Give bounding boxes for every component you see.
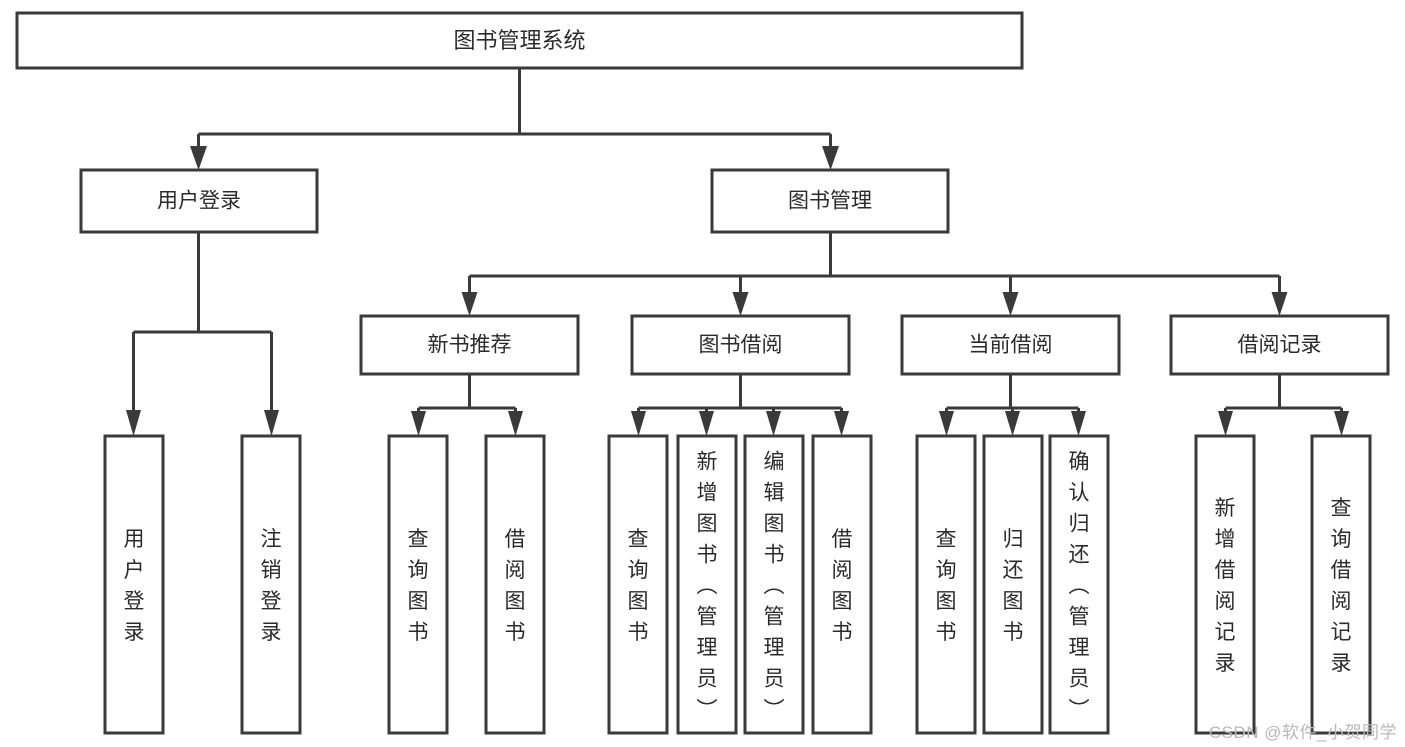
arrow-current-borrow-leaf-1 xyxy=(939,411,954,436)
node-new-book-recommend[interactable]: 新书推荐 xyxy=(359,314,580,376)
arrow-current-borrow-leaf-3 xyxy=(1071,411,1086,436)
leaf-nb-query-book-box[interactable] xyxy=(387,434,449,735)
watermark-text: CSDN @软件_小贺同学 xyxy=(1208,723,1397,742)
node-user-login-box[interactable] xyxy=(79,168,319,234)
arrow-book-borrow-leaf-1 xyxy=(631,411,646,436)
leaf-label-br-query-record: 查询借阅记录 xyxy=(1331,497,1352,675)
leaf-node[interactable] xyxy=(387,434,449,735)
arrow-user-login-leaf-1 xyxy=(126,410,141,436)
leaf-cb-return-book-box[interactable] xyxy=(982,434,1044,735)
leaf-labels-layer: 用户登录 注销登录 查询图书 借阅图书 查询图书 新增图书︵管理员︶ 编辑图书︵管理员︶ 借阅… xyxy=(124,451,1352,722)
leaf-user-login-box[interactable] xyxy=(103,434,165,735)
leaf-node[interactable] xyxy=(1194,434,1256,735)
arrow-book-borrow-leaf-3 xyxy=(766,411,781,436)
arrow-new-book-leaf-2 xyxy=(508,411,523,436)
node-root[interactable]: 图书管理系统 xyxy=(15,11,1024,70)
node-current-borrow-box[interactable] xyxy=(900,314,1121,376)
node-new-book-recommend-label: 新书推荐 xyxy=(428,334,512,357)
leaf-label-bb-query-book: 查询图书 xyxy=(628,528,649,644)
leaf-node[interactable] xyxy=(240,434,302,735)
node-borrow-record-label: 借阅记录 xyxy=(1238,334,1322,357)
node-borrow-record-box[interactable] xyxy=(1169,314,1390,376)
leaf-label-cb-confirm-return: 确认归还︵管理员︶ xyxy=(1069,451,1090,722)
leaf-node[interactable] xyxy=(982,434,1044,735)
leaf-logout-box[interactable] xyxy=(240,434,302,735)
leaf-label-cb-return-book: 归还图书 xyxy=(1003,528,1024,644)
leaf-node[interactable] xyxy=(1048,434,1110,735)
node-book-management-box[interactable] xyxy=(710,168,950,234)
arrow-book-mgmt-to-book-borrow xyxy=(732,292,749,316)
arrow-borrow-record-leaf-2 xyxy=(1334,411,1349,436)
leaf-bb-borrow-book-box[interactable] xyxy=(811,434,873,735)
leaf-node[interactable] xyxy=(1310,434,1372,735)
arrow-root-to-book-mgmt xyxy=(822,146,839,170)
node-book-management[interactable]: 图书管理 xyxy=(710,168,950,234)
leaf-bb-add-book-box[interactable] xyxy=(676,434,738,735)
node-book-borrow-box[interactable] xyxy=(630,314,851,376)
node-current-borrow-label: 当前借阅 xyxy=(969,334,1053,357)
arrow-user-login-leaf-2 xyxy=(264,410,279,436)
leaf-bb-query-book-box[interactable] xyxy=(607,434,669,735)
leaf-nb-borrow-book-box[interactable] xyxy=(484,434,546,735)
leaf-label-cb-query-book: 查询图书 xyxy=(936,528,957,644)
leaf-node[interactable] xyxy=(103,434,165,735)
node-book-borrow-label: 图书借阅 xyxy=(699,334,783,357)
node-user-login-label: 用户登录 xyxy=(157,190,241,213)
leaf-node[interactable] xyxy=(811,434,873,735)
leaf-cb-confirm-return-box[interactable] xyxy=(1048,434,1110,735)
node-borrow-record[interactable]: 借阅记录 xyxy=(1169,314,1390,376)
arrow-book-mgmt-to-current-borrow xyxy=(1002,292,1019,316)
leaf-node[interactable] xyxy=(915,434,977,735)
leaf-br-query-record-box[interactable] xyxy=(1310,434,1372,735)
arrow-current-borrow-leaf-2 xyxy=(1005,411,1020,436)
node-user-login[interactable]: 用户登录 xyxy=(79,168,319,234)
leaf-node[interactable] xyxy=(676,434,738,735)
node-root-box[interactable] xyxy=(15,11,1024,70)
leaf-node[interactable] xyxy=(484,434,546,735)
leaf-label-bb-add-book: 新增图书︵管理员︶ xyxy=(697,451,718,722)
arrow-new-book-leaf-1 xyxy=(411,411,426,436)
arrow-book-borrow-leaf-2 xyxy=(699,411,714,436)
leaf-label-nb-query-book: 查询图书 xyxy=(408,528,429,644)
node-book-management-label: 图书管理 xyxy=(788,190,872,213)
leaf-bb-edit-book-box[interactable] xyxy=(743,434,805,735)
arrow-book-borrow-leaf-4 xyxy=(834,411,849,436)
edges-layer xyxy=(126,68,1349,436)
leaf-node[interactable] xyxy=(743,434,805,735)
node-new-book-recommend-box[interactable] xyxy=(359,314,580,376)
leaf-node[interactable] xyxy=(607,434,669,735)
arrow-borrow-record-leaf-1 xyxy=(1218,411,1233,436)
arrow-book-mgmt-to-borrow-record xyxy=(1271,292,1288,316)
arrow-root-to-user-login xyxy=(190,146,207,170)
leaf-label-br-add-record: 新增借阅记录 xyxy=(1215,497,1236,675)
leaf-label-bb-edit-book: 编辑图书︵管理员︶ xyxy=(764,451,785,722)
leaf-br-add-record-box[interactable] xyxy=(1194,434,1256,735)
leaf-label-nb-borrow-book: 借阅图书 xyxy=(505,528,526,644)
arrow-book-mgmt-to-new-book xyxy=(461,292,478,316)
leaf-label-user-login: 用户登录 xyxy=(124,528,145,644)
leaf-label-bb-borrow-book: 借阅图书 xyxy=(832,528,853,644)
node-root-label: 图书管理系统 xyxy=(453,28,585,53)
leaf-cb-query-book-box[interactable] xyxy=(915,434,977,735)
node-book-borrow[interactable]: 图书借阅 xyxy=(630,314,851,376)
node-current-borrow[interactable]: 当前借阅 xyxy=(900,314,1121,376)
leaf-label-logout: 注销登录 xyxy=(261,528,282,644)
